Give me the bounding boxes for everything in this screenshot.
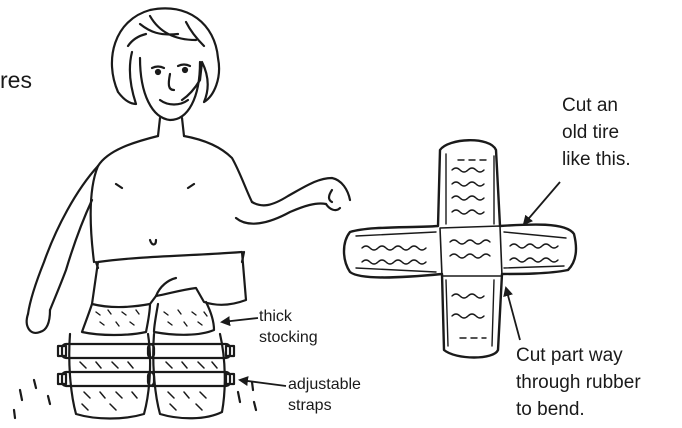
label-line: thick <box>259 306 318 327</box>
arrow-cut-part <box>506 288 520 340</box>
label-cut-tire: Cut an old tire like this. <box>562 92 631 173</box>
arrow-adjustable-straps <box>240 380 286 386</box>
cut-tire-cross <box>344 140 576 357</box>
label-line: adjustable <box>288 374 361 395</box>
label-line: like this. <box>562 146 631 173</box>
label-cut-part: Cut part way through rubber to bend. <box>516 342 641 423</box>
heading-fragment: res <box>0 68 32 93</box>
label-line: Cut an <box>562 92 631 119</box>
label-line: stocking <box>259 327 318 348</box>
label-line: straps <box>288 395 361 416</box>
label-line: through rubber <box>516 369 641 396</box>
arrow-thick-stocking <box>222 318 258 322</box>
label-line: Cut part way <box>516 342 641 369</box>
label-thick-stocking: thick stocking <box>259 306 318 348</box>
label-adjustable-straps: adjustable straps <box>288 374 361 416</box>
arrow-cut-tire <box>524 182 560 224</box>
arrows <box>222 182 560 386</box>
child-figure <box>27 8 350 333</box>
label-line: old tire <box>562 119 631 146</box>
label-line: to bend. <box>516 396 641 423</box>
